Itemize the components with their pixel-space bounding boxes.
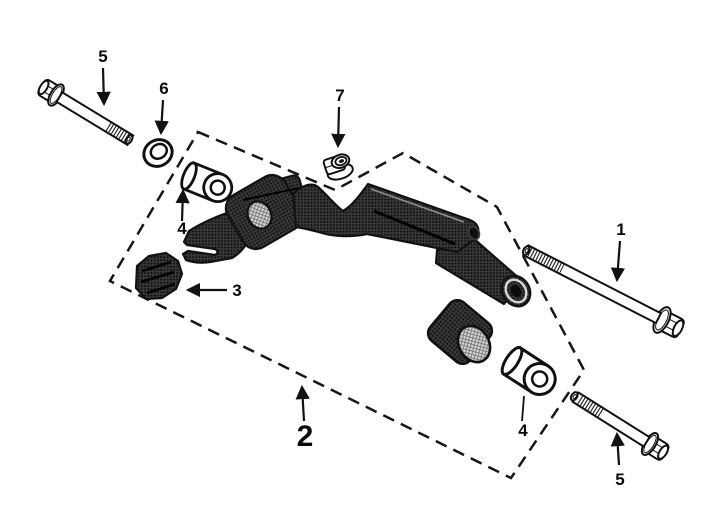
paddle-chamfer-highlight xyxy=(370,188,465,223)
callout-label-1: 1 xyxy=(616,220,625,239)
bushing-end-cap xyxy=(500,346,524,376)
lever-boss-split-line xyxy=(242,187,300,201)
leader-1 xyxy=(610,240,626,283)
callout-leaders xyxy=(96,67,626,466)
flange-bolt-lower-right xyxy=(569,391,670,461)
callout-label-3: 3 xyxy=(232,281,241,300)
leader-2 xyxy=(295,384,310,422)
bushing-bore xyxy=(209,179,226,196)
bolt-head-cap xyxy=(37,79,50,96)
callout-label-7: 7 xyxy=(335,86,344,105)
lever-collar-highlight xyxy=(504,278,528,304)
flange-bolt-upper-left xyxy=(37,78,135,147)
callout-label-6: 6 xyxy=(159,79,168,98)
pedal-rubber-pad xyxy=(134,251,184,301)
washer-inner xyxy=(149,142,169,160)
nut-bore xyxy=(338,159,345,163)
bolt-tip-ring xyxy=(572,394,577,400)
bolt-threads xyxy=(575,394,606,419)
shift-lever-arm xyxy=(181,173,532,366)
bushing-bore xyxy=(530,370,549,388)
callout-label-4-upper: 4 xyxy=(177,219,187,238)
bolt-head-cap xyxy=(657,444,670,460)
bolt-tip-ring xyxy=(524,248,529,254)
washer xyxy=(142,138,174,168)
lever-collar-bore xyxy=(510,284,522,298)
pad-tread-grooves xyxy=(140,260,176,295)
leader-6 xyxy=(154,99,169,136)
flange-nut xyxy=(322,153,354,181)
leader-5-upper xyxy=(96,67,111,107)
flange-bolt-right xyxy=(521,244,685,339)
leader-7 xyxy=(331,106,346,149)
callout-label-4-lower: 4 xyxy=(518,421,528,440)
lever-housing-bearing-face xyxy=(456,324,492,364)
bolt-threads xyxy=(526,247,565,274)
lever-boss-bearing-face xyxy=(246,200,273,230)
bushing-lower xyxy=(500,345,557,396)
bushing-upper xyxy=(180,161,234,204)
callout-label-5-upper: 5 xyxy=(98,47,107,66)
assembly-boundary-outline xyxy=(108,130,586,480)
bolt-threads xyxy=(104,121,132,144)
leader-4-lower xyxy=(521,395,525,422)
leader-5-lower xyxy=(610,431,625,466)
callout-labels: 5 6 7 4 3 2 1 4 5 xyxy=(98,47,625,489)
callout-label-2: 2 xyxy=(297,420,314,453)
leader-4-upper xyxy=(175,188,190,222)
paddle-crease-line xyxy=(373,209,456,246)
bolt-tip-ring xyxy=(126,136,131,142)
callout-label-5-lower: 5 xyxy=(615,470,624,489)
paddle-end-bore xyxy=(467,225,481,241)
bolt-head-cap xyxy=(671,319,685,337)
